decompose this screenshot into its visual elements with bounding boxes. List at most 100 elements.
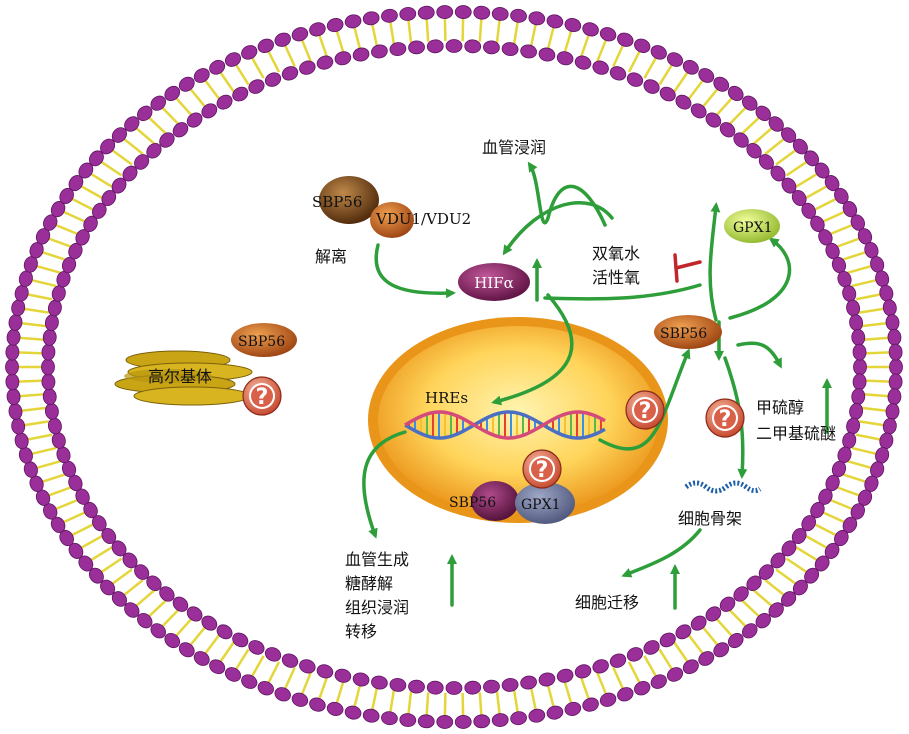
lipid-head (634, 681, 651, 696)
lipid-head (887, 388, 902, 406)
lipid-head (592, 659, 609, 674)
lipid-tail (335, 29, 345, 54)
lipid-head (134, 154, 150, 170)
lipid-tail (30, 446, 57, 456)
lipid-tail (579, 676, 591, 701)
lipid-head (659, 86, 676, 102)
lipid-head (781, 540, 797, 557)
lipid-tail (864, 351, 891, 355)
lipid-tail (388, 20, 396, 45)
arrow-to-hif (502, 201, 614, 256)
lipid-head (186, 112, 203, 128)
lipid-tail (266, 49, 281, 73)
question-mark-icon: ? (522, 449, 562, 489)
lipid-head (326, 18, 344, 33)
lipid-tail (821, 210, 846, 224)
lipid-head (316, 664, 334, 679)
lipid-head (682, 659, 699, 675)
lipid-tail (546, 25, 556, 50)
lipid-tail (99, 557, 123, 574)
lipid-head (352, 47, 370, 62)
lipid-head (682, 59, 699, 75)
lipid-head (705, 112, 722, 128)
lipid-head (770, 552, 786, 569)
lipid-tail (851, 278, 878, 288)
lipid-head (122, 165, 138, 182)
lipid-head (88, 150, 104, 167)
lipid-head (150, 95, 167, 111)
question-mark-label: ? (639, 399, 652, 424)
lipid-head (44, 402, 59, 420)
label-ros: 活性氧 (592, 268, 640, 287)
arrow-dissociation-to-hif (374, 243, 456, 299)
lipid-tail (673, 641, 690, 664)
lipid-head (137, 105, 153, 122)
lipid-tail (122, 579, 144, 597)
lipid-head (464, 39, 482, 54)
lipid-tail (728, 106, 748, 126)
lipid-head (675, 624, 692, 640)
arrow-to-vascular-invasion (527, 161, 607, 227)
cytoskeleton-filament-icon (684, 480, 762, 494)
lipid-head (8, 403, 23, 420)
arrow-up-to-gpx1 (708, 202, 721, 322)
lipid-tail (764, 137, 786, 155)
label-cell-migration: 细胞迁移 (575, 593, 639, 612)
lipid-tail (841, 250, 868, 261)
lipid-head (491, 7, 509, 21)
lipid-head (846, 299, 861, 317)
lipid-head (546, 705, 564, 720)
lipid-head (41, 358, 55, 376)
lipid-tail (701, 625, 720, 647)
lipid-head (42, 388, 57, 406)
lipid-tail (529, 22, 538, 48)
lipid-head (564, 18, 582, 33)
lipid-head (698, 651, 715, 666)
label-glycolysis: 糖酵解 (345, 574, 393, 593)
lipid-tail (283, 43, 296, 67)
lipid-tail (352, 25, 362, 50)
lipid-head (849, 314, 864, 332)
lipid-tail (352, 684, 362, 709)
lipid-tail (40, 250, 67, 261)
sbp56-protein-right (654, 315, 722, 349)
lipid-tail (79, 184, 104, 200)
lipid-tail (407, 18, 413, 43)
lipid-tail (35, 264, 61, 274)
lipid-head (755, 612, 771, 629)
lipid-head (399, 7, 417, 21)
lipid-head (510, 711, 527, 726)
lipid-tail (174, 617, 193, 638)
lipid-head (326, 701, 344, 716)
lipid-head (454, 5, 472, 19)
lipid-tail (715, 96, 734, 117)
lipid-tail (188, 625, 207, 647)
lipid-tail (283, 667, 296, 691)
lipid-head (758, 564, 774, 580)
lipid-head (659, 632, 676, 648)
lipid-head (582, 697, 599, 712)
lipid-head (389, 42, 407, 57)
lipid-head (274, 32, 291, 47)
lipid-head (309, 22, 326, 37)
lipid-tail (529, 686, 538, 712)
lipid-head (741, 623, 758, 639)
lipid-head (852, 343, 867, 361)
lipid-tail (17, 379, 44, 383)
lipid-head (44, 314, 59, 332)
lipid-head (473, 714, 491, 729)
lipid-tail (627, 49, 642, 73)
lipid-tail (701, 87, 720, 109)
lipid-tail (300, 38, 312, 62)
lipid-head (5, 358, 19, 376)
lipid-head (426, 680, 444, 695)
lipid-tail (35, 460, 61, 470)
lipid-head (650, 674, 667, 689)
lipid-tail (775, 148, 798, 166)
lipid-tail (864, 379, 891, 383)
lipid-tail (461, 17, 465, 42)
lipid-head (164, 632, 181, 649)
lipid-tail (861, 321, 888, 328)
lipid-head (713, 76, 730, 92)
